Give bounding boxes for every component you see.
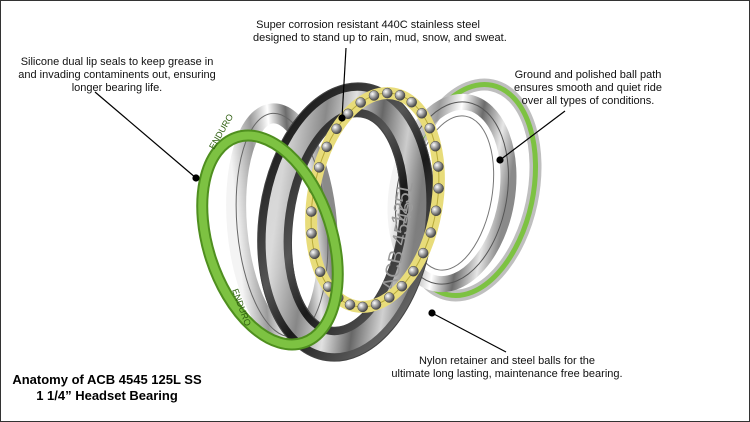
- steel-ball: [314, 266, 326, 278]
- steel-ball: [424, 122, 436, 134]
- steel-ball: [417, 247, 429, 259]
- steel-ball: [309, 248, 320, 260]
- diagram-title-line-1: Anatomy of ACB 4545 125L SS: [12, 372, 202, 387]
- steel-ball: [357, 301, 368, 313]
- annotation-seals-line-3: longer bearing life.: [71, 82, 163, 94]
- leader-lines: [94, 47, 566, 353]
- annotation-seals-line-1: Silicone dual lip seals to keep grease i…: [20, 56, 214, 68]
- steel-ball: [433, 161, 444, 172]
- steel-ball: [384, 292, 395, 303]
- annotation-seals: Silicone dual lip seals to keep grease i…: [12, 56, 222, 95]
- inner-race-right: [387, 93, 517, 293]
- annotation-seals-line-2: and invading contaminents out, ensuring: [18, 69, 216, 81]
- steel-ball: [306, 228, 317, 239]
- steel-ball: [370, 299, 382, 310]
- annotation-ball-path: Ground and polished ball path ensures sm…: [500, 69, 676, 108]
- steel-ball: [396, 280, 408, 292]
- annotation-ball-path-line-2: ensures smooth and quiet ride: [514, 82, 662, 94]
- steel-ball: [313, 162, 325, 173]
- steel-ball: [382, 87, 393, 99]
- steel-ball: [368, 90, 380, 101]
- annotation-steel: Super corrosion resistant 440C stainless…: [253, 19, 507, 45]
- steel-ball: [306, 206, 317, 217]
- annotation-retainer-line-2: ultimate long lasting, maintenance free …: [391, 368, 623, 380]
- annotation-retainer: Nylon retainer and steel balls for the u…: [378, 355, 636, 381]
- steel-ball: [406, 96, 417, 108]
- steel-ball: [430, 205, 442, 217]
- steel-ball: [331, 123, 342, 135]
- annotation-retainer-line-1: Nylon retainer and steel balls for the: [418, 355, 596, 367]
- diagram-title-line-2: 1 1/4” Headset Bearing: [36, 388, 178, 403]
- steel-ball: [433, 183, 444, 194]
- diagram-title: Anatomy of ACB 4545 125L SS 1 1/4” Heads…: [0, 372, 214, 404]
- steel-ball: [342, 108, 354, 120]
- steel-ball: [408, 265, 419, 277]
- steel-ball: [425, 227, 437, 238]
- steel-ball: [321, 141, 333, 153]
- annotation-ball-path-line-1: Ground and polished ball path: [514, 69, 662, 81]
- annotation-ball-path-line-3: over all types of conditions.: [521, 95, 655, 107]
- annotation-steel-line-2: designed to stand up to rain, mud, snow,…: [253, 32, 507, 44]
- annotation-steel-line-1: Super corrosion resistant 440C stainless…: [256, 19, 480, 31]
- steel-ball: [344, 299, 356, 310]
- steel-ball: [430, 140, 441, 152]
- steel-ball: [394, 90, 406, 101]
- steel-ball: [416, 108, 428, 119]
- steel-ball: [355, 97, 366, 108]
